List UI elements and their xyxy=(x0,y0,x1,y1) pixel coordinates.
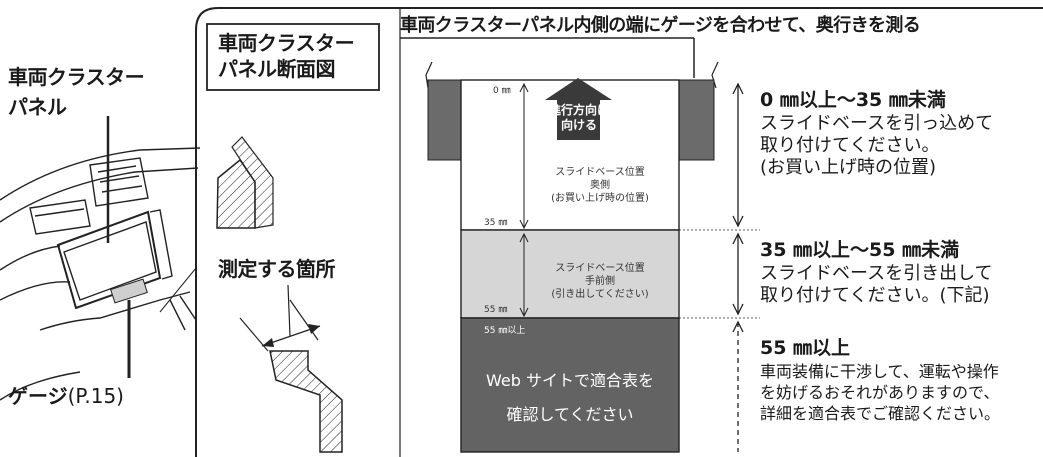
mark-55mm: 55 ㎜ xyxy=(484,305,508,315)
gauge-label: ゲージ(P.15) xyxy=(8,384,124,408)
section-title-box xyxy=(206,23,380,91)
right-pillar xyxy=(678,79,715,161)
zone-deep xyxy=(460,317,680,453)
direction-arrow xyxy=(545,78,612,140)
panel-label-line2: パネル xyxy=(8,95,67,119)
desc3-heading: 55 ㎜以上 xyxy=(760,337,851,359)
direction-arrow-text: 進行方向に向ける xyxy=(548,103,609,132)
headline: 車両クラスターパネル内側の端にゲージを合わせて、奥行きを測る xyxy=(400,15,921,36)
desc1-body: スライドベースを引っ込めて 取り付けてください。 (お買い上げ時の位置) xyxy=(760,113,994,178)
zone3-text: Web サイトで適合表を 確認してください xyxy=(486,371,654,424)
desc2-body: スライドベースを引き出して 取り付けてください。(下記) xyxy=(760,263,993,306)
desc1-heading: 0 ㎜以上〜35 ㎜未満 xyxy=(760,89,946,111)
gauge-on-dash xyxy=(110,278,148,304)
desc2-heading: 35 ㎜以上〜55 ㎜未満 xyxy=(760,239,960,261)
zoom-line xyxy=(159,267,197,313)
zone1-caption: スライドベース位置 奥側 (お買い上げ時の位置) xyxy=(551,167,649,204)
diagram-frame xyxy=(195,7,1043,457)
left-pillar xyxy=(427,79,463,161)
panel-label-line1: 車両クラスター xyxy=(8,65,145,89)
section-title-line2: パネル断面図 xyxy=(218,57,336,81)
zone2-caption: スライドベース位置 手前側 (引き出してください) xyxy=(551,263,649,300)
measure-label: 測定する箇所 xyxy=(218,257,336,281)
mark-0mm: 0 ㎜ xyxy=(493,86,511,96)
section-title-line1: 車両クラスター xyxy=(218,31,355,55)
car-dashboard-illustration xyxy=(0,147,201,401)
panel-section-lower xyxy=(269,350,343,453)
mark-35mm: 35 ㎜ xyxy=(484,218,508,228)
desc3-body: 車両装備に干渉して、運転や操作 を妨げるおそれがありますので、 詳細を適合表でご… xyxy=(760,362,1001,423)
zone-middle xyxy=(460,229,680,319)
mark-55mm-over: 55 ㎜以上 xyxy=(484,326,526,336)
